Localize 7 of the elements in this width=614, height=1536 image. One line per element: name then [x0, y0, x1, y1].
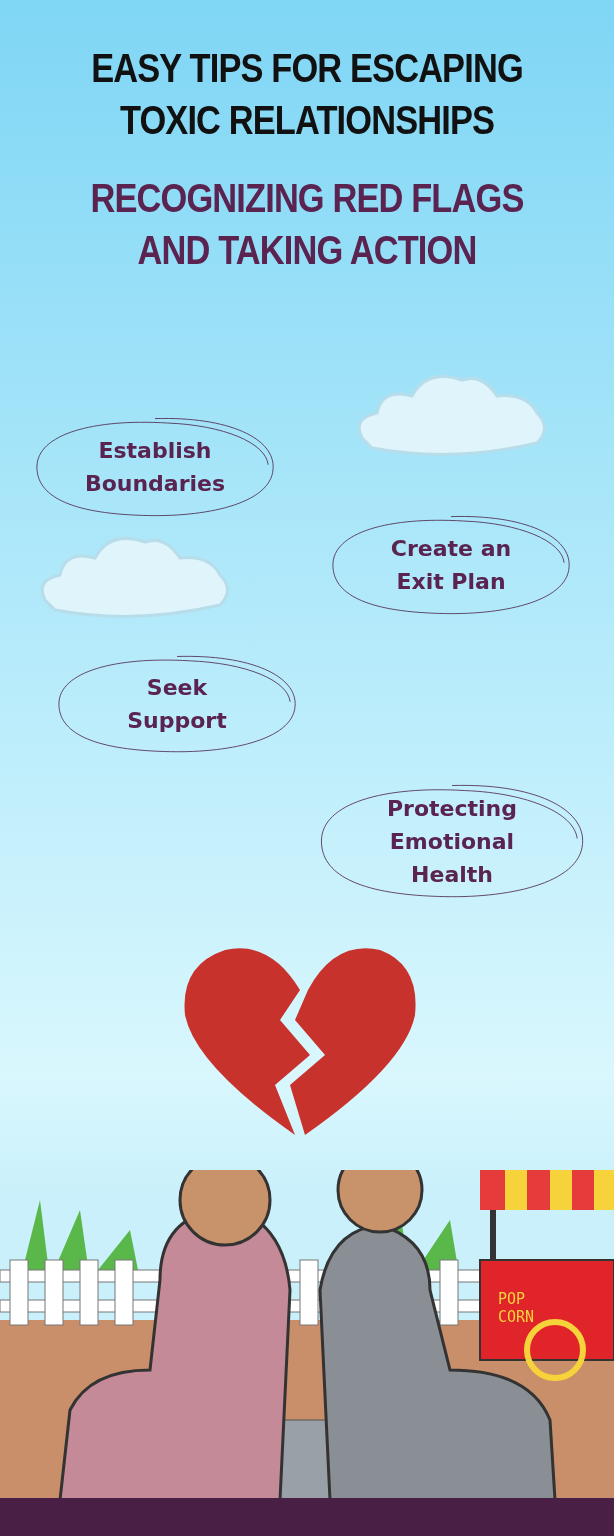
tip-text: Protecting Emotional Health — [385, 794, 518, 889]
title: EASY TIPS FOR ESCAPING TOXIC RELATIONSHIPS — [90, 45, 524, 144]
tip-text: Seek Support — [126, 674, 228, 735]
tip-text: Create an Exit Plan — [389, 535, 513, 596]
cart-sign-text: POP CORN — [498, 1290, 536, 1326]
subtitle: RECOGNIZING RED FLAGS AND TAKING ACTION — [89, 175, 525, 274]
tip-text: Establish Boundaries — [83, 437, 227, 498]
